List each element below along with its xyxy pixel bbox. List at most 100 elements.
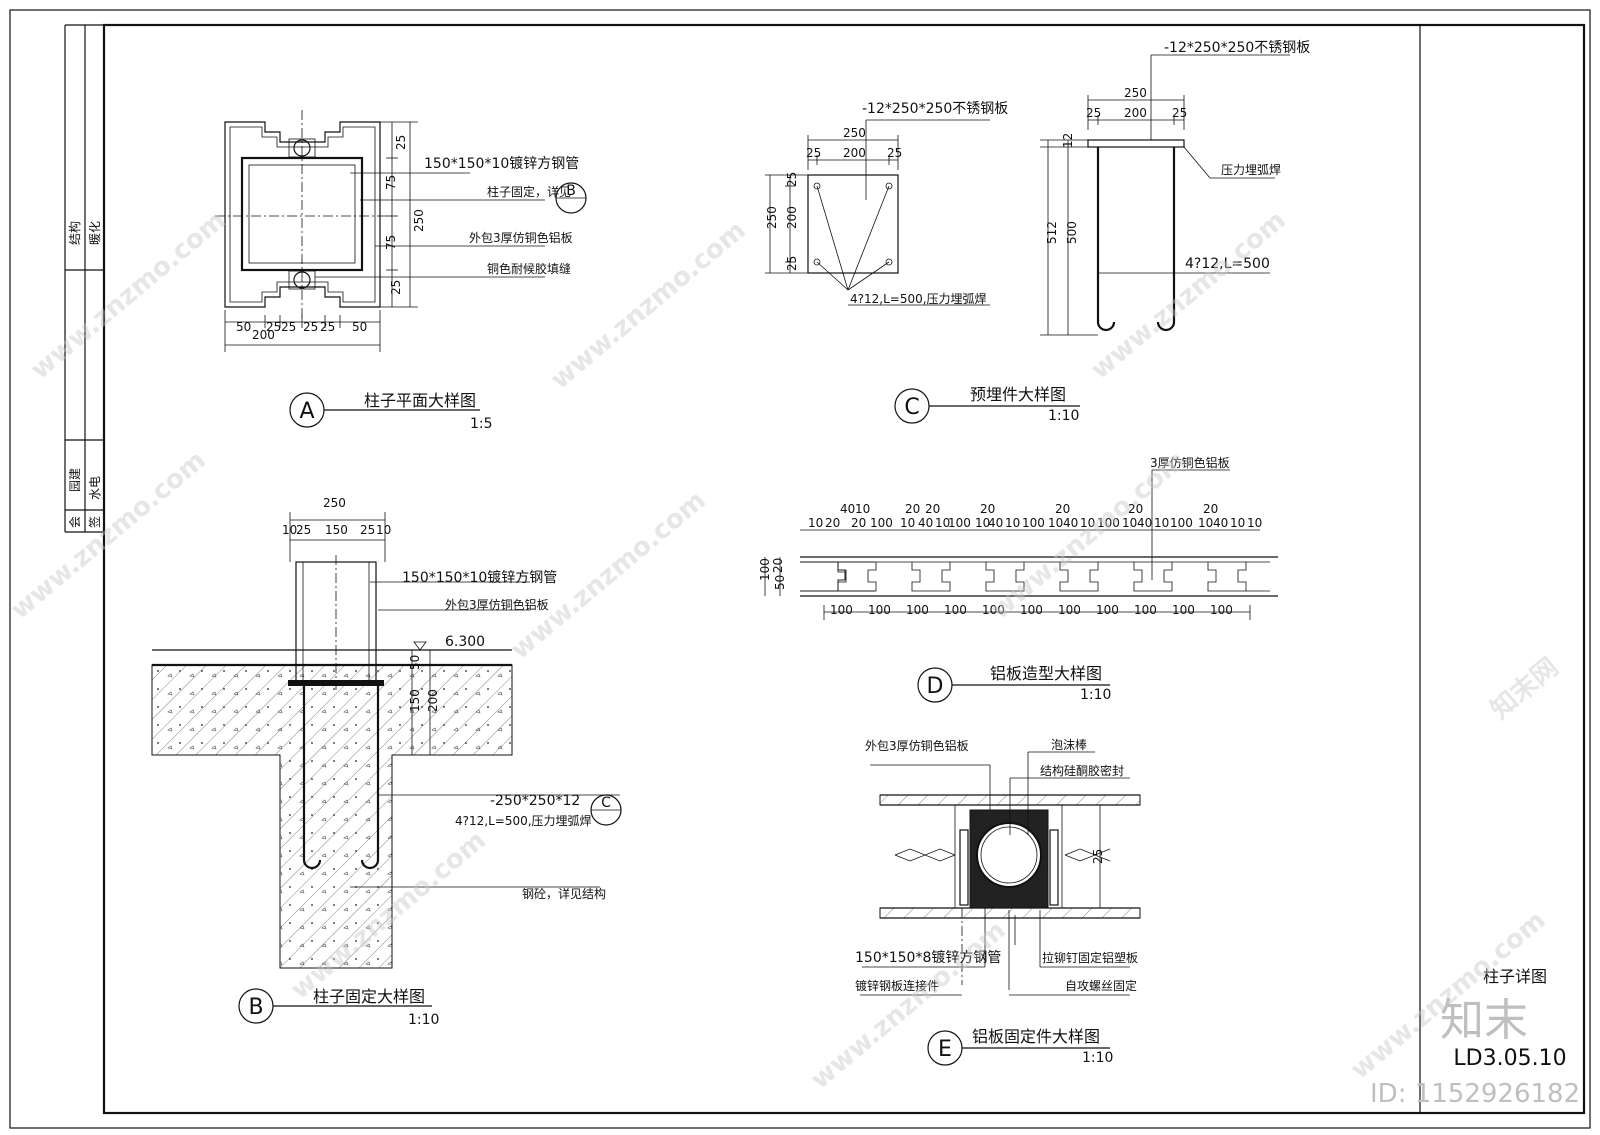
- detail-d-dim-top-16: 100: [1022, 516, 1045, 530]
- detail-c-dim-left-0: 25: [785, 172, 799, 187]
- detail-b-dim-top-total: 250: [323, 496, 346, 510]
- detail-a-dim-r3: 75: [384, 175, 398, 190]
- detail-c-dim-h-total: 512: [1045, 221, 1059, 244]
- detail-c-bar-label-2: 4?12,L=500: [1185, 256, 1270, 272]
- detail-a-title: 柱子平面大样图: [364, 391, 476, 410]
- detail-e-label-clad: 外包3厚仿铜色铝板: [865, 738, 969, 753]
- detail-d-dim-top-12: 10: [975, 516, 990, 530]
- detail-b-dim-side-0: 50: [408, 655, 422, 670]
- detail-d-dim-top-21: 100: [1097, 516, 1120, 530]
- detail-d-scale: 1:10: [1080, 687, 1111, 703]
- detail-d-dim-top-17: 10: [1048, 516, 1063, 530]
- detail-a-label-seal: 铜色耐候胶填缝: [487, 261, 571, 276]
- detail-e-label-screw: 自攻螺丝固定: [1065, 978, 1137, 993]
- detail-c-dim-top2-1: 200: [1124, 106, 1147, 120]
- detail-d-dim-top-18: 40: [1063, 516, 1078, 530]
- detail-e-label-foam: 泡沫棒: [1051, 738, 1087, 752]
- detail-c-dim-top2-0: 25: [1086, 106, 1101, 120]
- detail-a-dim-b2: 25: [281, 320, 296, 334]
- detail-e-mark: E: [938, 1037, 952, 1062]
- detail-a-dim-b1: 25: [266, 320, 281, 334]
- detail-d-dim-bot-6: 100: [1058, 603, 1081, 617]
- detail-c-dim-left-2: 25: [785, 256, 799, 271]
- detail-d-dim-top-23: 40: [1137, 516, 1152, 530]
- watermark-id: ID: 1152926182: [1370, 1079, 1580, 1109]
- detail-d-dim-left-1: 50: [773, 575, 787, 590]
- detail-b-scale: 1:10: [408, 1012, 439, 1028]
- detail-d-dim-bot-3: 100: [944, 603, 967, 617]
- detail-b-dim-side-1: 150: [408, 689, 422, 712]
- detail-d-dim-top-28: 40: [1213, 516, 1228, 530]
- detail-d-dim-bot-2: 100: [906, 603, 929, 617]
- detail-e-label-sil: 结构硅酮胶密封: [1040, 763, 1124, 778]
- strip-label-structure: 结构: [67, 221, 82, 245]
- detail-a-drawing: [215, 110, 545, 428]
- detail-c-plate-label-2: -12*250*250不锈钢板: [1164, 40, 1310, 56]
- inner-frame: [102, 23, 1586, 1115]
- detail-d-dim-bot-0: 100: [830, 603, 853, 617]
- detail-d-dim-top-7: 20: [905, 502, 920, 516]
- detail-c-mark: C: [904, 395, 919, 420]
- detail-d-drawing: [764, 469, 1278, 703]
- detail-a-label-tube: 150*150*10镀锌方钢管: [424, 155, 579, 172]
- detail-a-dim-r7: 25: [389, 280, 403, 295]
- watermark-text-2: www.znzmo.com: [545, 215, 751, 395]
- detail-d-dim-left-2: 20: [771, 558, 785, 573]
- detail-d-dim-left-0: 100: [758, 558, 772, 581]
- detail-c-dim-left-total: 250: [765, 206, 779, 229]
- detail-d-dim-bot-5: 100: [1020, 603, 1043, 617]
- watermark-text-1: www.znzmo.com: [25, 205, 231, 385]
- detail-c-dim-top-total: 250: [843, 126, 866, 140]
- signoff-strip: 结构 暖化 园建 水电 会 签: [64, 24, 104, 533]
- detail-d-dim-top-10: 10: [935, 516, 950, 530]
- detail-d-dim-top-0: 10: [808, 516, 823, 530]
- detail-d-dim-bot-9: 100: [1172, 603, 1195, 617]
- detail-b-label-plate: -250*250*12: [490, 793, 580, 809]
- detail-d-title: 铝板造型大样图: [990, 664, 1102, 683]
- detail-d-dim-top-6: 10: [900, 516, 915, 530]
- detail-b-label-clad: 外包3厚仿铜色铝板: [445, 597, 549, 612]
- detail-b-label-conc: 钢砼，详见结构: [522, 886, 606, 901]
- detail-d-dim-top-8: 40: [918, 516, 933, 530]
- detail-b-label-tube: 150*150*10镀锌方钢管: [402, 569, 557, 586]
- detail-a-dim-total: 200: [252, 328, 275, 342]
- strip-label-mep: 水电: [88, 476, 102, 500]
- detail-b-dim-top-3: 150: [325, 523, 348, 537]
- detail-d-dim-top-29: 10: [1230, 516, 1245, 530]
- detail-d-dim-top-30: 20: [1203, 502, 1218, 516]
- detail-b-label-bar: 4?12,L=500,压力埋弧焊: [455, 813, 592, 828]
- detail-d-label-clad: 3厚仿铜色铝板: [1150, 455, 1230, 470]
- outer-frame: [9, 9, 1591, 1129]
- detail-e-drawing: [860, 751, 1141, 1066]
- strip-label-qian: 签: [87, 516, 102, 528]
- detail-b-title: 柱子固定大样图: [313, 987, 425, 1006]
- detail-d-dim-top-2: 40: [840, 502, 855, 516]
- detail-c-weld-label: 压力埋弧焊: [1221, 162, 1281, 177]
- sheet-title: 柱子详图: [1483, 967, 1547, 986]
- strip-label-landscape: 园建: [68, 468, 82, 492]
- detail-a-dim-b3: 25: [303, 320, 318, 334]
- detail-c-scale: 1:10: [1048, 408, 1079, 424]
- detail-a-dim-b0: 50: [236, 320, 251, 334]
- detail-d-dim-top-5: 100: [870, 516, 893, 530]
- detail-d-dim-top-31: 10: [1247, 516, 1262, 530]
- detail-d-dim-top-13: 40: [988, 516, 1003, 530]
- detail-c-dim-top-0: 25: [806, 146, 821, 160]
- detail-c-bar-label: 4?12,L=500,压力埋弧焊: [850, 291, 987, 306]
- detail-a-dim-b5: 50: [352, 320, 367, 334]
- detail-b-mark: B: [248, 995, 263, 1020]
- detail-d-dim-top-1: 20: [825, 516, 840, 530]
- sheet-number: LD3.05.10: [1453, 1046, 1566, 1071]
- detail-b-dim-top-2: 25: [296, 523, 311, 537]
- detail-d-dim-bot-10: 100: [1210, 603, 1233, 617]
- detail-c-title: 预埋件大样图: [970, 385, 1066, 404]
- detail-d-dim-top-25: 20: [1128, 502, 1143, 516]
- watermark-text-3: www.znzmo.com: [1085, 205, 1291, 385]
- detail-d-dim-bot-8: 100: [1134, 603, 1157, 617]
- detail-a-mark: A: [299, 399, 314, 424]
- detail-e-dim: 25: [1091, 849, 1105, 864]
- detail-a-dim-r0: 25: [394, 135, 408, 150]
- detail-d-dim-bot-7: 100: [1096, 603, 1119, 617]
- detail-a-dim-right-total: 250: [412, 209, 426, 232]
